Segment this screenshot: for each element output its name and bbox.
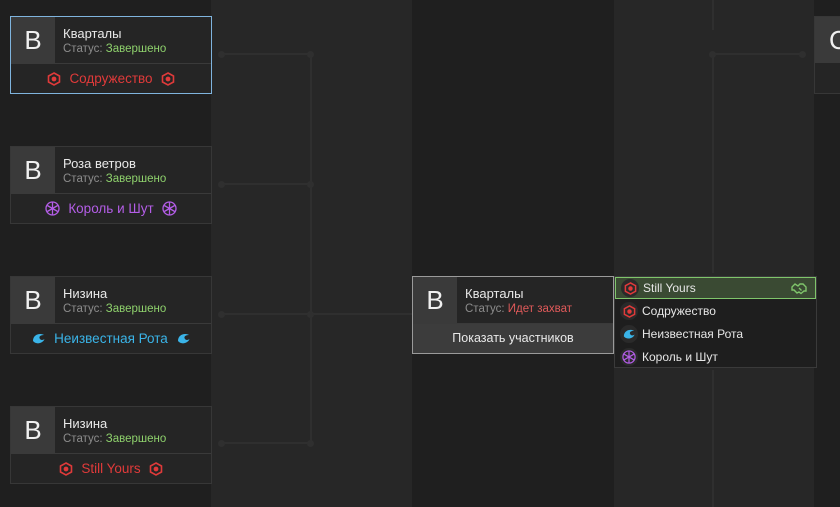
point-letter: B bbox=[413, 277, 457, 323]
point-letter: B bbox=[11, 147, 55, 193]
status-value: Завершено bbox=[105, 173, 167, 185]
participant-name: Король и Шут bbox=[642, 350, 718, 364]
card-header: B Роза ветров Статус: Завершено bbox=[11, 147, 211, 194]
match-status: Статус: Завершено bbox=[63, 173, 167, 185]
shield-icon bbox=[58, 461, 73, 476]
match-card-center[interactable]: B Кварталы Статус: Идет захват Показать … bbox=[412, 276, 614, 354]
map-name: Кварталы bbox=[63, 26, 122, 41]
snowflake-icon bbox=[162, 201, 177, 216]
status-value: Завершено bbox=[105, 433, 167, 445]
show-participants-button[interactable]: Показать участников bbox=[413, 324, 613, 353]
point-letter: C bbox=[815, 17, 840, 63]
match-card-3[interactable]: B Низина Статус: Завершено Неизвестная Р… bbox=[10, 276, 212, 354]
participants-dropdown: Still Yours Содружество Неизвестная Рота… bbox=[614, 276, 817, 368]
winner-team-name: Still Yours bbox=[81, 461, 141, 476]
card-header: B Кварталы Статус: Завершено bbox=[11, 17, 211, 64]
match-status: Статус: Завершено bbox=[63, 303, 167, 315]
match-status: Статус: Завершено bbox=[63, 43, 167, 55]
match-status: Статус: Идет захват bbox=[465, 303, 573, 315]
match-card-right[interactable]: C bbox=[814, 16, 840, 94]
snowflake-icon bbox=[45, 201, 60, 216]
status-value: Завершено bbox=[105, 303, 167, 315]
match-card-4[interactable]: B Низина Статус: Завершено Still Yours bbox=[10, 406, 212, 484]
handshake-icon bbox=[791, 281, 807, 298]
point-letter: B bbox=[11, 407, 55, 453]
snowflake-icon bbox=[620, 348, 638, 366]
winner-team: Неизвестная Рота bbox=[11, 324, 211, 353]
shield-icon bbox=[149, 461, 164, 476]
shield-icon bbox=[621, 279, 639, 297]
map-name: Кварталы bbox=[465, 286, 524, 301]
bracket-gap-2 bbox=[614, 0, 814, 507]
winner-team-name: Король и Шут bbox=[68, 201, 154, 216]
participant-name: Содружество bbox=[642, 304, 716, 318]
participant-item[interactable]: Король и Шут bbox=[615, 346, 816, 368]
match-card-2[interactable]: B Роза ветров Статус: Завершено Король и… bbox=[10, 146, 212, 224]
map-name: Низина bbox=[63, 416, 108, 431]
participant-item[interactable]: Still Yours bbox=[615, 277, 816, 299]
winner-team: Still Yours bbox=[11, 454, 211, 483]
map-name: Низина bbox=[63, 286, 108, 301]
card-header: B Низина Статус: Завершено bbox=[11, 277, 211, 324]
point-letter: B bbox=[11, 17, 55, 63]
winner-team: Король и Шут bbox=[11, 194, 211, 223]
participant-item[interactable]: Неизвестная Рота bbox=[615, 323, 816, 345]
card-header: B Кварталы Статус: Идет захват bbox=[413, 277, 613, 324]
status-value: Идет захват bbox=[507, 303, 573, 315]
bracket-column-2 bbox=[412, 0, 614, 507]
point-letter: B bbox=[11, 277, 55, 323]
status-value: Завершено bbox=[105, 43, 167, 55]
participant-name: Still Yours bbox=[643, 281, 696, 295]
match-status: Статус: Завершено bbox=[63, 433, 167, 445]
participant-name: Неизвестная Рота bbox=[642, 327, 744, 341]
wave-icon bbox=[31, 331, 46, 346]
shield-icon bbox=[46, 71, 61, 86]
winner-team-name: Содружество bbox=[69, 71, 153, 86]
shield-icon bbox=[161, 71, 176, 86]
card-header: B Низина Статус: Завершено bbox=[11, 407, 211, 454]
map-name: Роза ветров bbox=[63, 156, 136, 171]
winner-team-name: Неизвестная Рота bbox=[54, 331, 168, 346]
wave-icon bbox=[620, 325, 638, 343]
participant-item[interactable]: Содружество bbox=[615, 300, 816, 322]
shield-icon bbox=[620, 302, 638, 320]
winner-team: Содружество bbox=[11, 64, 211, 93]
match-card-1[interactable]: B Кварталы Статус: Завершено Содружество bbox=[10, 16, 212, 94]
wave-icon bbox=[176, 331, 191, 346]
